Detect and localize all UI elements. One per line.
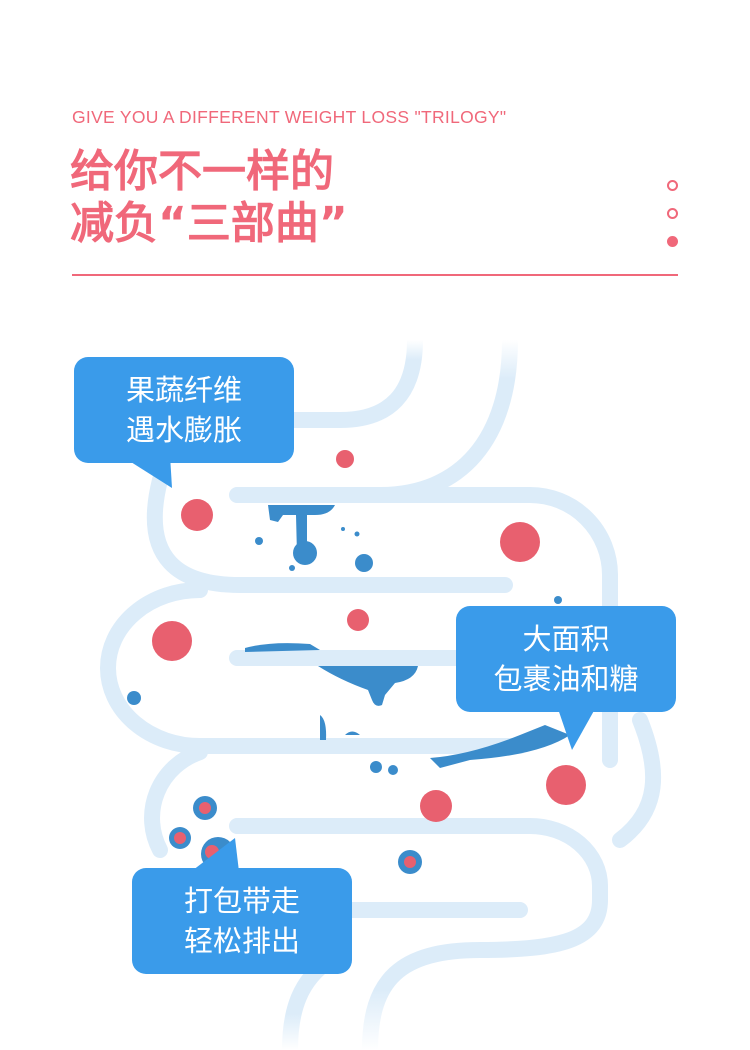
- title-line-2: 减负“三部曲”: [70, 198, 348, 249]
- bubble-text-line: 果蔬纤维: [125, 373, 242, 407]
- title-line-1: 给你不一样的: [70, 146, 334, 197]
- speech-bubble-wrap: 大面积 包裹油和糖: [456, 606, 676, 712]
- speech-bubble-fiber: 果蔬纤维 遇水膨胀: [74, 357, 294, 463]
- bubble-text-line: 打包带走: [183, 884, 300, 918]
- dot-icon: [667, 208, 678, 219]
- divider: [72, 274, 678, 276]
- dot-icon: [667, 180, 678, 191]
- intestine-tube: [100, 332, 662, 1050]
- dot-filled-icon: [667, 236, 678, 247]
- bubble-text-line: 大面积: [522, 622, 610, 656]
- bubble-text-line: 包裹油和糖: [493, 662, 639, 696]
- decorative-dots: [667, 180, 678, 264]
- bubble-text-line: 遇水膨胀: [125, 413, 242, 447]
- bubble-text-line: 轻松排出: [183, 924, 300, 958]
- red-particles: [152, 450, 586, 868]
- speech-bubble-excrete: 打包带走 轻松排出: [132, 868, 352, 974]
- page-title: 给你不一样的 减负“三部曲”: [70, 146, 348, 250]
- subtitle: GIVE YOU A DIFFERENT WEIGHT LOSS "TRILOG…: [72, 107, 507, 127]
